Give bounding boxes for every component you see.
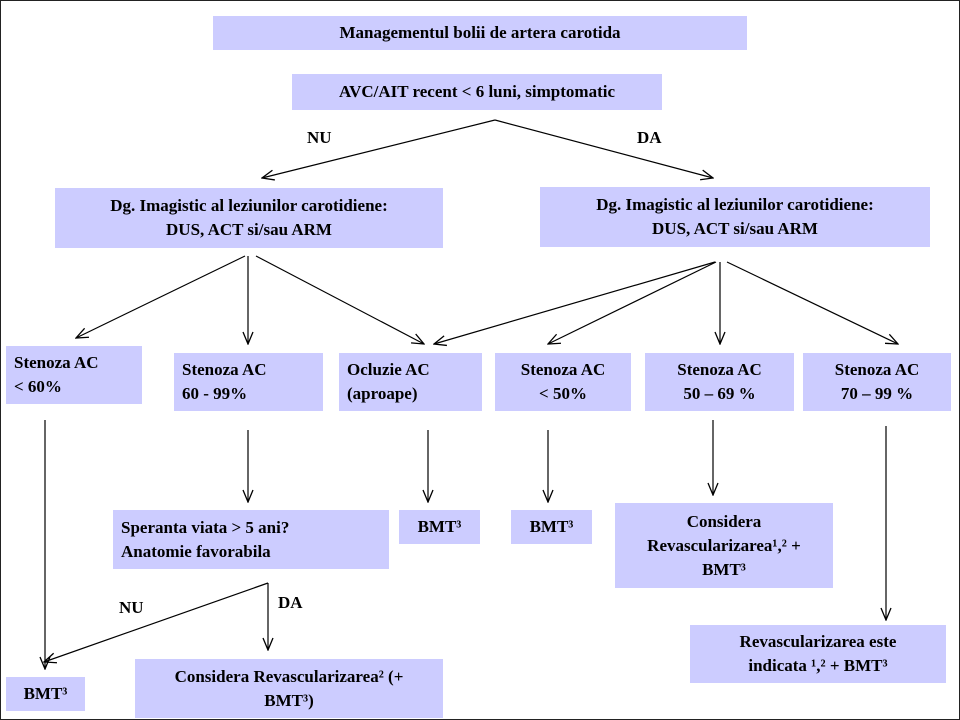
bmt-lt50-box: BMT³ (511, 510, 592, 544)
branch-no-label: NU (307, 128, 332, 147)
arrow-right-to-occlusion (434, 261, 716, 344)
stenosis-70-99-line2: 70 – 99 % (840, 384, 914, 403)
stenosis-60-99-line1: Stenoza AC (182, 360, 267, 379)
question-box: AVC/AIT recent < 6 luni, simptomatic (292, 74, 662, 110)
consider-revasc-bottom-box: Considera Revascularizarea² (+ BMT³) (135, 659, 443, 718)
bmt-lt50-text: BMT³ (529, 517, 574, 536)
branch-yes-label: DA (637, 128, 662, 147)
stenosis-50-69-line2: 50 – 69 % (683, 384, 756, 403)
imaging-left-box: Dg. Imagistic al leziunilor carotidiene:… (55, 188, 443, 248)
arrow-question-to-left (262, 119, 496, 178)
revasc-indicated-box: Revascularizarea este indicata ¹,² + BMT… (690, 625, 946, 683)
consider-revasc-mid-line1: Considera (686, 511, 762, 531)
stenosis-lt60-line1: Stenoza AC (14, 353, 99, 372)
arrow-left-to-occlusion (255, 255, 424, 344)
occlusion-line1: Ocluzie AC (347, 360, 430, 379)
stenosis-50-69-line1: Stenoza AC (677, 360, 762, 379)
consider-revasc-bottom-line2: BMT³) (264, 690, 314, 710)
stenosis-60-99-box: Stenoza AC 60 - 99% (174, 353, 323, 411)
stenosis-lt50-box: Stenoza AC < 50% (495, 353, 631, 411)
bmt-occlusion-text: BMT³ (417, 517, 462, 536)
stenosis-70-99-line1: Stenoza AC (834, 360, 920, 379)
consider-revasc-mid-line2: Revascularizarea¹,² + (647, 535, 801, 555)
bmt-occlusion-box: BMT³ (399, 510, 480, 544)
consider-revasc-mid-box: Considera Revascularizarea¹,² + BMT³ (615, 503, 833, 588)
imaging-left-line1: Dg. Imagistic al leziunilor carotidiene: (110, 196, 388, 215)
consider-revasc-mid-line3: BMT³ (702, 559, 746, 579)
title-text: Managementul bolii de artera carotida (339, 23, 621, 42)
life-expectancy-line1: Speranta viata > 5 ani? (121, 517, 290, 537)
arrow-right-to-lt50 (548, 261, 717, 344)
consider-revasc-bottom-line1: Considera Revascularizarea² (+ (174, 666, 404, 686)
arrow-left-to-lt60 (76, 255, 246, 338)
life-expectancy-line2: Anatomie favorabila (121, 541, 271, 561)
bmt-lt60-box: BMT³ (6, 677, 85, 711)
stenosis-50-69-box: Stenoza AC 50 – 69 % (645, 353, 794, 411)
arrow-life-to-bmt (44, 582, 269, 662)
stenosis-lt50-line1: Stenoza AC (520, 360, 606, 379)
imaging-left-line2: DUS, ACT si/sau ARM (166, 220, 332, 239)
stenosis-lt60-box: Stenoza AC < 60% (6, 346, 142, 404)
stenosis-lt50-line2: < 50% (539, 384, 587, 403)
arrow-question-to-right (494, 119, 713, 178)
title-box: Managementul bolii de artera carotida (213, 16, 747, 50)
arrow-right-to-70-99 (726, 261, 898, 344)
stenosis-70-99-box: Stenoza AC 70 – 99 % (803, 353, 951, 411)
sub-branch-yes-label: DA (278, 593, 303, 612)
bmt-lt60-text: BMT³ (23, 684, 68, 703)
stenosis-60-99-line2: 60 - 99% (182, 384, 248, 403)
imaging-right-box: Dg. Imagistic al leziunilor carotidiene:… (540, 187, 930, 247)
revasc-indicated-line1: Revascularizarea este (739, 632, 897, 651)
life-expectancy-box: Speranta viata > 5 ani? Anatomie favorab… (113, 510, 389, 569)
occlusion-line2: (aproape) (347, 384, 418, 403)
sub-branch-no-label: NU (119, 598, 144, 617)
occlusion-box: Ocluzie AC (aproape) (339, 353, 482, 411)
revasc-indicated-line2: indicata ¹,² + BMT³ (748, 656, 888, 675)
imaging-right-line2: DUS, ACT si/sau ARM (652, 219, 818, 238)
imaging-right-line1: Dg. Imagistic al leziunilor carotidiene: (596, 195, 874, 214)
question-text: AVC/AIT recent < 6 luni, simptomatic (338, 82, 616, 101)
stenosis-lt60-line2: < 60% (14, 377, 62, 396)
